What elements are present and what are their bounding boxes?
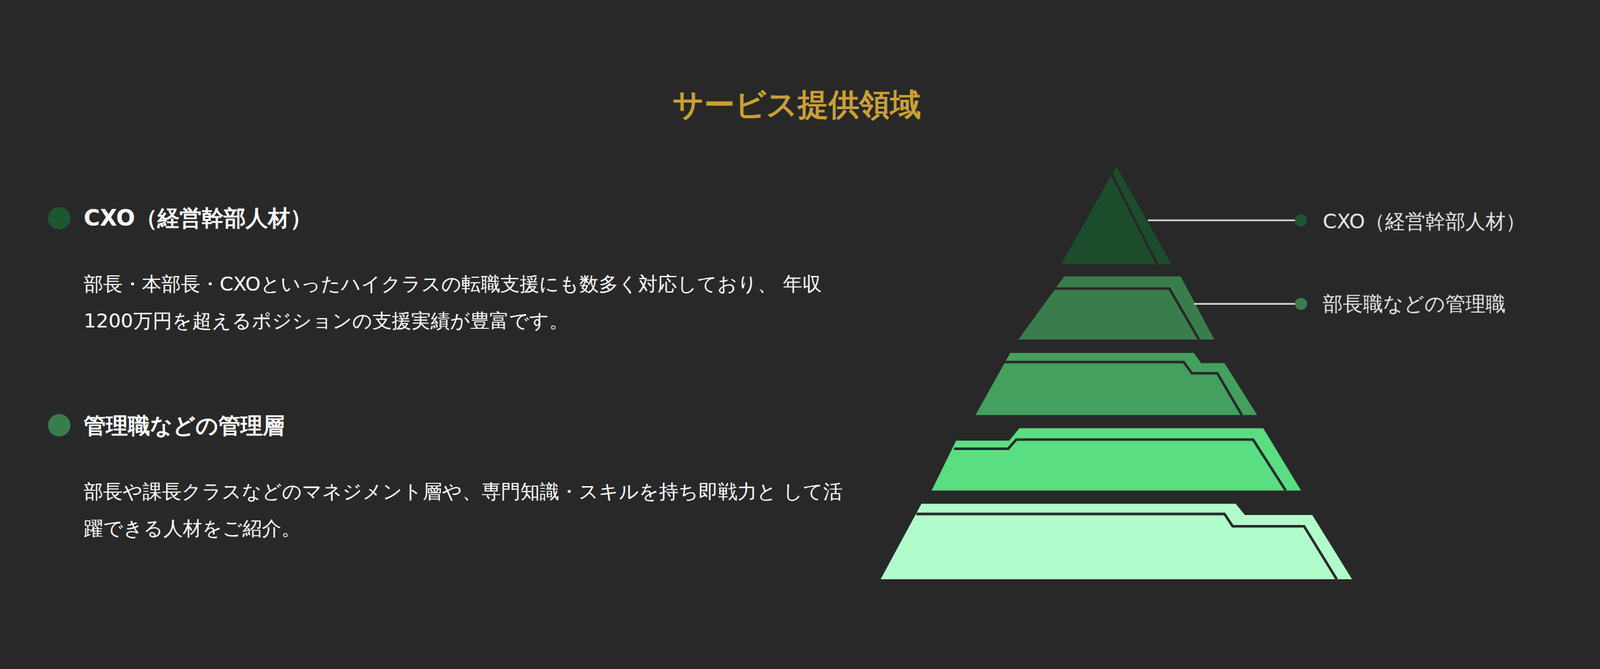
leader-dot [1294, 298, 1307, 311]
page-title: サービス提供領域 [672, 84, 921, 126]
bullet-dot [48, 206, 71, 230]
layer-edge [916, 514, 1337, 580]
leader-line [1147, 219, 1296, 222]
section-body: 部長・本部長・CXOといったハイクラスの転職支援にも数多く対応しており、 年収1… [83, 265, 848, 340]
pyramid-layer [1018, 276, 1215, 340]
leader-dot [1294, 214, 1307, 227]
section-heading: CXO（経営幹部人材） [83, 203, 313, 234]
pyramid-layer [880, 503, 1353, 580]
section-body: 部長や課長クラスなどのマネジメント層や、専門知識・スキルを持ち即戦力と して活躍… [83, 473, 848, 548]
layer-edge [954, 439, 1286, 491]
section-heading: 管理職などの管理層 [83, 411, 285, 442]
layer-edge [1040, 288, 1199, 340]
layer-edge [1003, 362, 1242, 416]
callout-label: CXO（経営幹部人材） [1322, 208, 1526, 236]
leader-line [1194, 303, 1296, 305]
pyramid-layer [931, 428, 1302, 491]
pyramid-layer [975, 352, 1258, 416]
bullet-dot [48, 413, 71, 437]
layer-edge [1111, 173, 1158, 265]
pyramid-layer [1061, 166, 1173, 264]
callout-label: 部長職などの管理職 [1322, 290, 1506, 319]
